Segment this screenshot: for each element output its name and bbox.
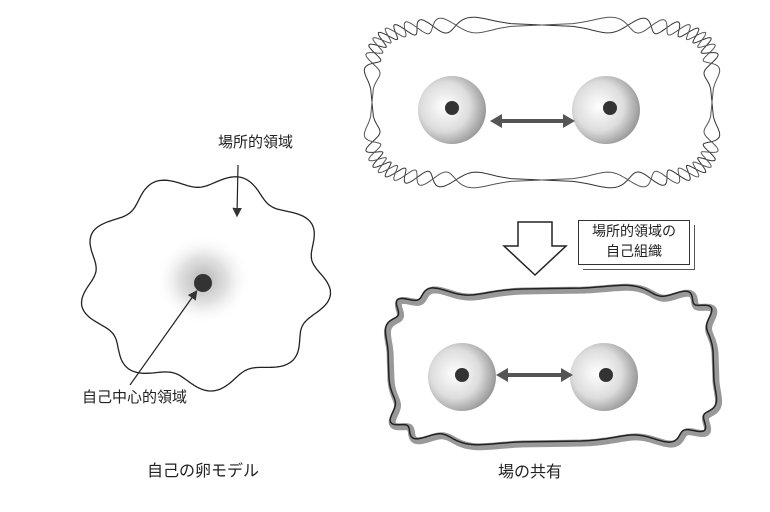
self-organization-line1: 場所的領域の [592, 224, 676, 240]
egg-region-outline [80, 176, 332, 392]
down-arrow-icon [502, 221, 568, 277]
shared-field-outline-shadow [383, 283, 723, 451]
place-region-label: 場所的領域 [218, 133, 294, 151]
self-dot [194, 274, 212, 292]
self-organization-line2: 自己組織 [606, 244, 662, 260]
self-organization-box: 場所的領域の 自己組織 [578, 220, 690, 265]
field-wave-outline-2 [363, 16, 721, 189]
place-region-pointer [232, 164, 242, 218]
sphere-dot [603, 101, 617, 115]
field-sharing-caption: 場の共有 [498, 462, 563, 481]
sphere-dot [599, 368, 613, 382]
sphere-dot [445, 101, 459, 115]
field-wave-outline [363, 16, 721, 189]
egg-model-caption: 自己の卵モデル [147, 461, 260, 480]
self-center-pointer [129, 290, 198, 386]
self-center-region-label: 自己中心的領域 [82, 388, 188, 406]
shared-field-outline [384, 284, 718, 446]
sphere-dot [455, 368, 469, 382]
